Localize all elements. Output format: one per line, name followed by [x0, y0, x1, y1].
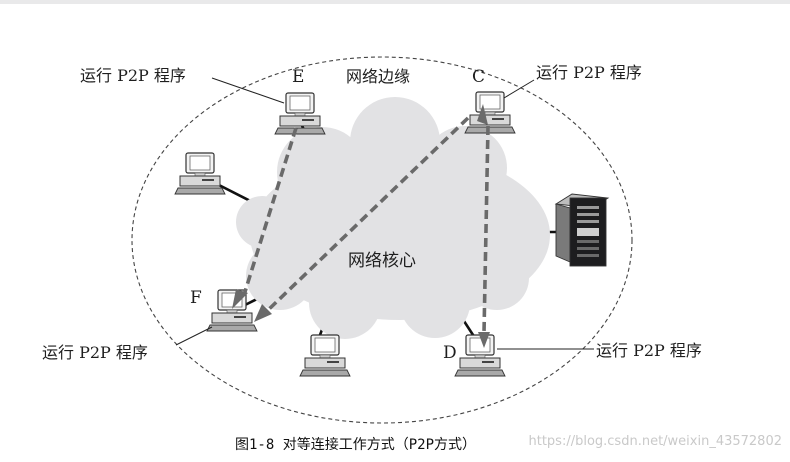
watermark-url: https://blog.csdn.net/weixin_43572802 [528, 434, 782, 449]
p2p-arrows [242, 116, 490, 334]
desktop-computer-icon-f [206, 289, 258, 332]
callout-label-d: 运行 P2P 程序 [596, 341, 702, 360]
arrow-heads [232, 104, 490, 348]
node-label-c: C [472, 67, 485, 87]
callout-label-f: 运行 P2P 程序 [42, 343, 148, 362]
tower-server-icon [554, 193, 610, 267]
node-label-f: F [190, 288, 202, 308]
node-label-e: E [292, 67, 304, 87]
desktop-computer-icon-c [464, 91, 516, 134]
arrowhead-at-f-from-c [254, 304, 272, 322]
callout-leaders [175, 77, 594, 350]
arrowhead-at-c [477, 104, 488, 125]
desktop-computer-icon-d [454, 334, 506, 377]
figure-caption-bar: 图1-8 对等连接工作方式（P2P方式） https://blog.csdn.n… [0, 430, 790, 456]
callout-label-c: 运行 P2P 程序 [536, 63, 642, 82]
top-divider-bar [0, 0, 790, 4]
network-edge-label: 网络边缘 [346, 67, 410, 86]
p2p-arrow-e-f [242, 127, 298, 296]
callout-leader-f [175, 326, 213, 346]
p2p-arrow-c-f [264, 116, 470, 314]
figure-caption: 图1-8 对等连接工作方式（P2P方式） [235, 437, 477, 453]
callout-leader-e [211, 77, 285, 104]
p2p-arrow-c-d [482, 125, 490, 334]
callout-leader-c [503, 79, 535, 99]
desktop-computer-icon-bottom [299, 334, 351, 377]
callout-label-e: 运行 P2P 程序 [80, 66, 186, 85]
desktop-computer-icon-top-left [174, 152, 226, 195]
node-label-d: D [443, 343, 457, 363]
desktop-computer-icon-e [274, 92, 326, 135]
network-edge-boundary [131, 56, 633, 424]
p2p-network-diagram: 网络边缘 网络核心 E C F D 运行 P2P 程序 运行 P2P 程序 运行… [42, 56, 702, 424]
arrowhead-at-d [478, 332, 490, 348]
arrowhead-at-f-from-e [232, 289, 248, 309]
network-core-label: 网络核心 [348, 251, 416, 271]
